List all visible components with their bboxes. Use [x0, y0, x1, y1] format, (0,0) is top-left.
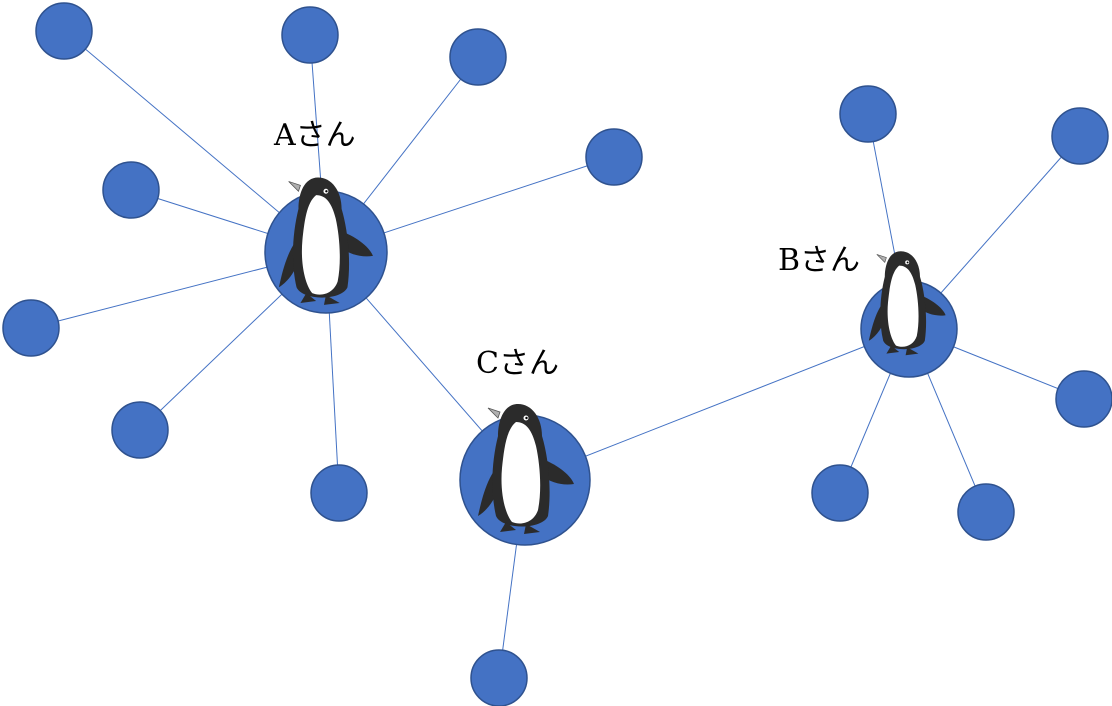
leaf-node [1055, 370, 1112, 428]
leaf-node [111, 401, 169, 459]
leaf-node [281, 6, 339, 64]
leaf-node [102, 161, 160, 219]
edge-c-b [524, 328, 910, 481]
hub-label-c: Cさん [476, 346, 559, 381]
leaf-node [585, 128, 643, 186]
leaf-node [2, 299, 60, 357]
leaf-node [839, 85, 897, 143]
leaf-node [470, 649, 528, 706]
leaf-node [811, 464, 869, 522]
hub-label-b: Bさん [778, 243, 860, 278]
leaf-node [1051, 107, 1109, 165]
hub-label-a: Aさん [273, 118, 356, 153]
leaf-node [35, 2, 93, 60]
hub-node-b: Bさん [778, 243, 958, 378]
leaf-node [449, 28, 507, 86]
hub-node-a: Aさん [264, 118, 388, 314]
leaf-node [310, 464, 368, 522]
hub-node-c: Cさん [459, 346, 591, 546]
leaf-node [957, 483, 1015, 541]
